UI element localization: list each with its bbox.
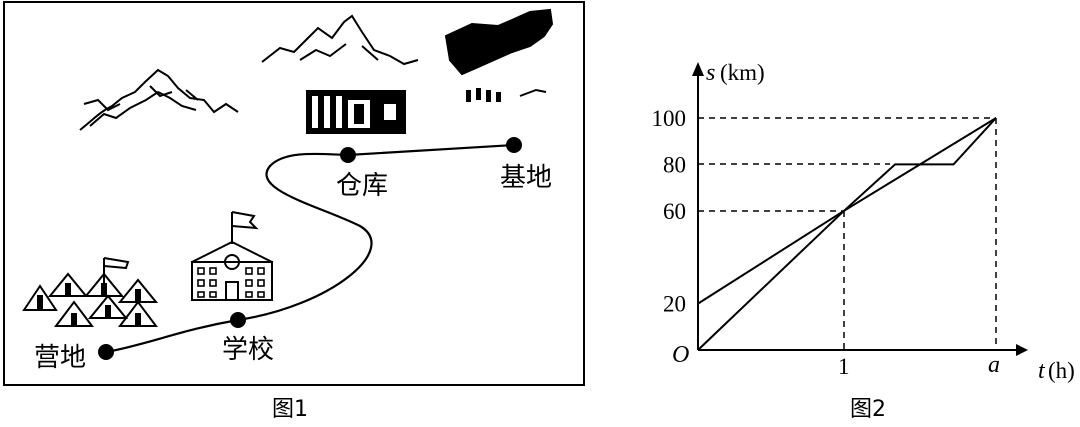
series-line-2 bbox=[697, 117, 997, 351]
base-label: 基地 bbox=[500, 163, 552, 193]
y-tick-60: 60 bbox=[663, 199, 686, 224]
figure2-caption: 图2 bbox=[850, 397, 886, 422]
figure1-caption: 图1 bbox=[272, 397, 308, 422]
t-axis-arrow bbox=[1016, 344, 1028, 356]
ground-line bbox=[519, 88, 547, 97]
warehouse-node bbox=[340, 147, 356, 163]
origin-label: O bbox=[672, 342, 689, 368]
warehouse-icon bbox=[306, 90, 406, 134]
x-tick-a: a bbox=[988, 352, 1000, 378]
series-group bbox=[697, 117, 997, 351]
guide-lines bbox=[698, 117, 997, 350]
tents-icon bbox=[22, 257, 159, 327]
school-icon bbox=[191, 211, 273, 301]
dark-mountain-icon bbox=[444, 8, 554, 76]
base-node bbox=[506, 137, 522, 153]
camp-label: 营地 bbox=[34, 343, 86, 373]
s-axis-unit: (km) bbox=[720, 60, 765, 85]
warehouse-label: 仓库 bbox=[336, 171, 388, 201]
mountain-left-icon bbox=[79, 68, 239, 131]
t-axis-unit: (h) bbox=[1048, 358, 1075, 383]
rock-icon bbox=[466, 88, 501, 102]
s-axis-arrow bbox=[692, 62, 704, 76]
y-tick-20: 20 bbox=[663, 292, 686, 317]
school-node bbox=[230, 312, 246, 328]
s-axis-label: s bbox=[706, 60, 715, 86]
y-tick-100: 100 bbox=[652, 106, 687, 131]
x-tick-1: 1 bbox=[838, 354, 850, 379]
map-frame bbox=[3, 1, 585, 386]
camp-node bbox=[98, 344, 114, 360]
y-tick-80: 80 bbox=[663, 152, 686, 177]
school-label: 学校 bbox=[222, 335, 274, 365]
mountain-middle-icon bbox=[261, 14, 419, 66]
y-tick-labels: 20 60 80 100 bbox=[652, 106, 687, 317]
route-path bbox=[105, 143, 515, 354]
t-axis-label: t bbox=[1038, 358, 1046, 384]
